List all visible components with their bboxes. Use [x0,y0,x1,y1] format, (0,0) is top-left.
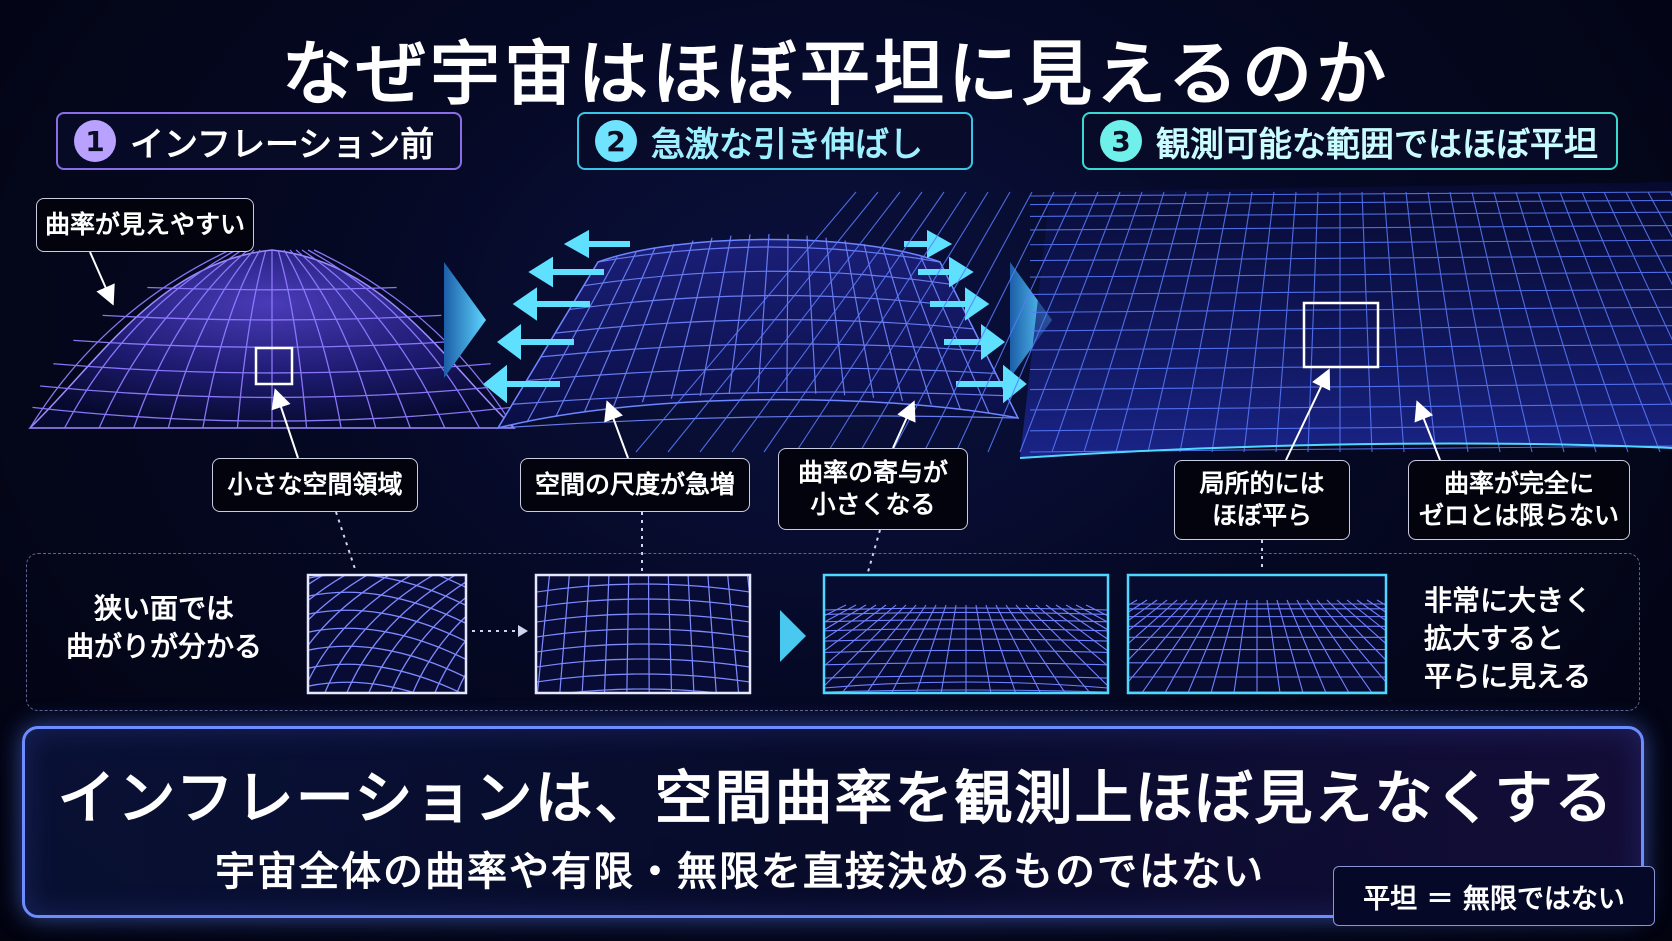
callout-locally-flat-line2: ほぼ平ら [1211,501,1312,530]
small-region-marker [254,346,294,386]
curved-space-dome [28,249,516,429]
callout-curvature-visible-text: 曲率が見えやすい [44,209,245,239]
callout-curvature-small-line2: 小さくなる [810,490,936,519]
callout-locally-flat: 局所的には ほぼ平ら [1174,460,1350,540]
note-badge-text: 平坦 ＝ 無限ではない [1363,883,1625,915]
local-region-marker [1302,301,1380,369]
thumbnail-3 [822,573,1110,695]
band-left-text: 狭い面では 曲がりが分かる [64,590,264,666]
step-1-number-badge: 1 [74,120,116,162]
step-1-label: インフレーション前 [130,124,435,165]
step-2-header: 2 急激な引き伸ばし [577,112,973,170]
thumbnail-1 [306,573,468,695]
flat-space-plane [635,182,1672,459]
chevron-arrow-1 [444,262,486,378]
thumb-1-grid [308,575,466,693]
step-1-header: 1 インフレーション前 [56,112,462,170]
page-title: なぜ宇宙はほぼ平坦に見えるのか [282,33,1390,115]
band-right-line1: 非常に大きく [1424,584,1593,617]
band-right-line2: 拡大すると [1424,621,1565,655]
callout-curvature-small-line1: 曲率の寄与が [797,457,948,487]
pointer-arrows [89,251,1441,461]
thumb-3-grid [824,604,1108,693]
callout-curvature-visible: 曲率が見えやすい [36,198,254,252]
callout-not-zero: 曲率が完全に ゼロとは限らない [1408,460,1630,540]
callout-scale-increase: 空間の尺度が急増 [520,458,750,512]
band-left-line2: 曲がりが分かる [65,629,262,663]
chevron-arrow-2 [1010,262,1052,378]
band-left-line1: 狭い面では [93,592,234,625]
summary-subline: 宇宙全体の曲率や有限・無限を直接決めるものではない [215,849,1265,895]
callout-not-zero-line2: ゼロとは限らない [1418,501,1619,530]
thumbnail-4 [1126,573,1388,695]
callout-small-region-text: 小さな空間領域 [227,469,403,499]
step-2-label: 急激な引き伸ばし [651,124,923,165]
band-right-text: 非常に大きく 拡大すると 平らに見える [1424,582,1592,695]
step-3-number-badge: 3 [1100,120,1142,162]
summary-panel: インフレーションは、空間曲率を観測上ほぼ見えなくする 宇宙全体の曲率や有限・無限… [22,726,1644,918]
callout-small-region: 小さな空間領域 [212,458,418,512]
thumb-chevron [780,610,806,662]
step-3-label: 観測可能な範囲ではほぼ平坦 [1156,124,1598,165]
note-badge: 平坦 ＝ 無限ではない [1333,866,1655,926]
dotted-connectors [335,511,1263,632]
thumbnail-2 [534,573,752,695]
step-3-header: 3 観測可能な範囲ではほぼ平坦 [1082,112,1618,170]
callout-not-zero-line1: 曲率が完全に [1443,468,1594,498]
summary-headline: インフレーションは、空間曲率を観測上ほぼ見えなくする [57,764,1615,832]
step-2-number-badge: 2 [595,120,637,162]
stretched-space-sheet [496,233,1020,430]
callout-locally-flat-line1: 局所的には [1199,468,1325,498]
thumb-2-grid [536,575,750,693]
band-right-line3: 平らに見える [1424,659,1592,693]
comparison-band [26,553,1640,711]
callout-scale-increase-text: 空間の尺度が急増 [534,469,735,499]
callout-curvature-small: 曲率の寄与が 小さくなる [778,448,968,530]
